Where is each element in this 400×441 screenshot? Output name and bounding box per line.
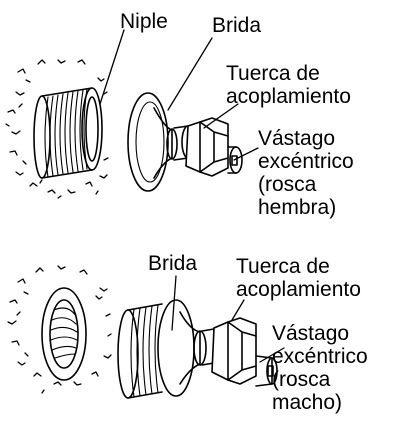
bottom-wall-fitting — [41, 287, 87, 381]
bottom-leaders — [171, 275, 285, 363]
bottom-brida — [157, 299, 207, 397]
top-tuerca — [173, 117, 229, 177]
bottom-vastago — [255, 355, 278, 387]
top-vastago — [227, 146, 243, 174]
top-leaders — [99, 29, 259, 161]
label-top-brida: Brida — [212, 14, 262, 37]
label-top-niple: Niple — [120, 10, 168, 33]
label-bottom-tuerca: Tuerca de acoplamiento — [236, 255, 361, 301]
top-wall-texture — [5, 59, 109, 199]
bottom-tuerca — [201, 317, 257, 385]
top-brida — [127, 92, 178, 192]
top-niple — [33, 87, 103, 179]
bottom-niple — [117, 303, 163, 399]
label-bottom-vastago: Vástago excéntrico (rosca macho) — [272, 322, 368, 414]
label-top-tuerca: Tuerca de acoplamiento — [226, 62, 351, 108]
bottom-wall-texture — [7, 265, 112, 394]
label-bottom-brida: Brida — [148, 252, 198, 275]
label-top-vastago: Vástago excéntrico (rosca hembra) — [258, 127, 354, 219]
